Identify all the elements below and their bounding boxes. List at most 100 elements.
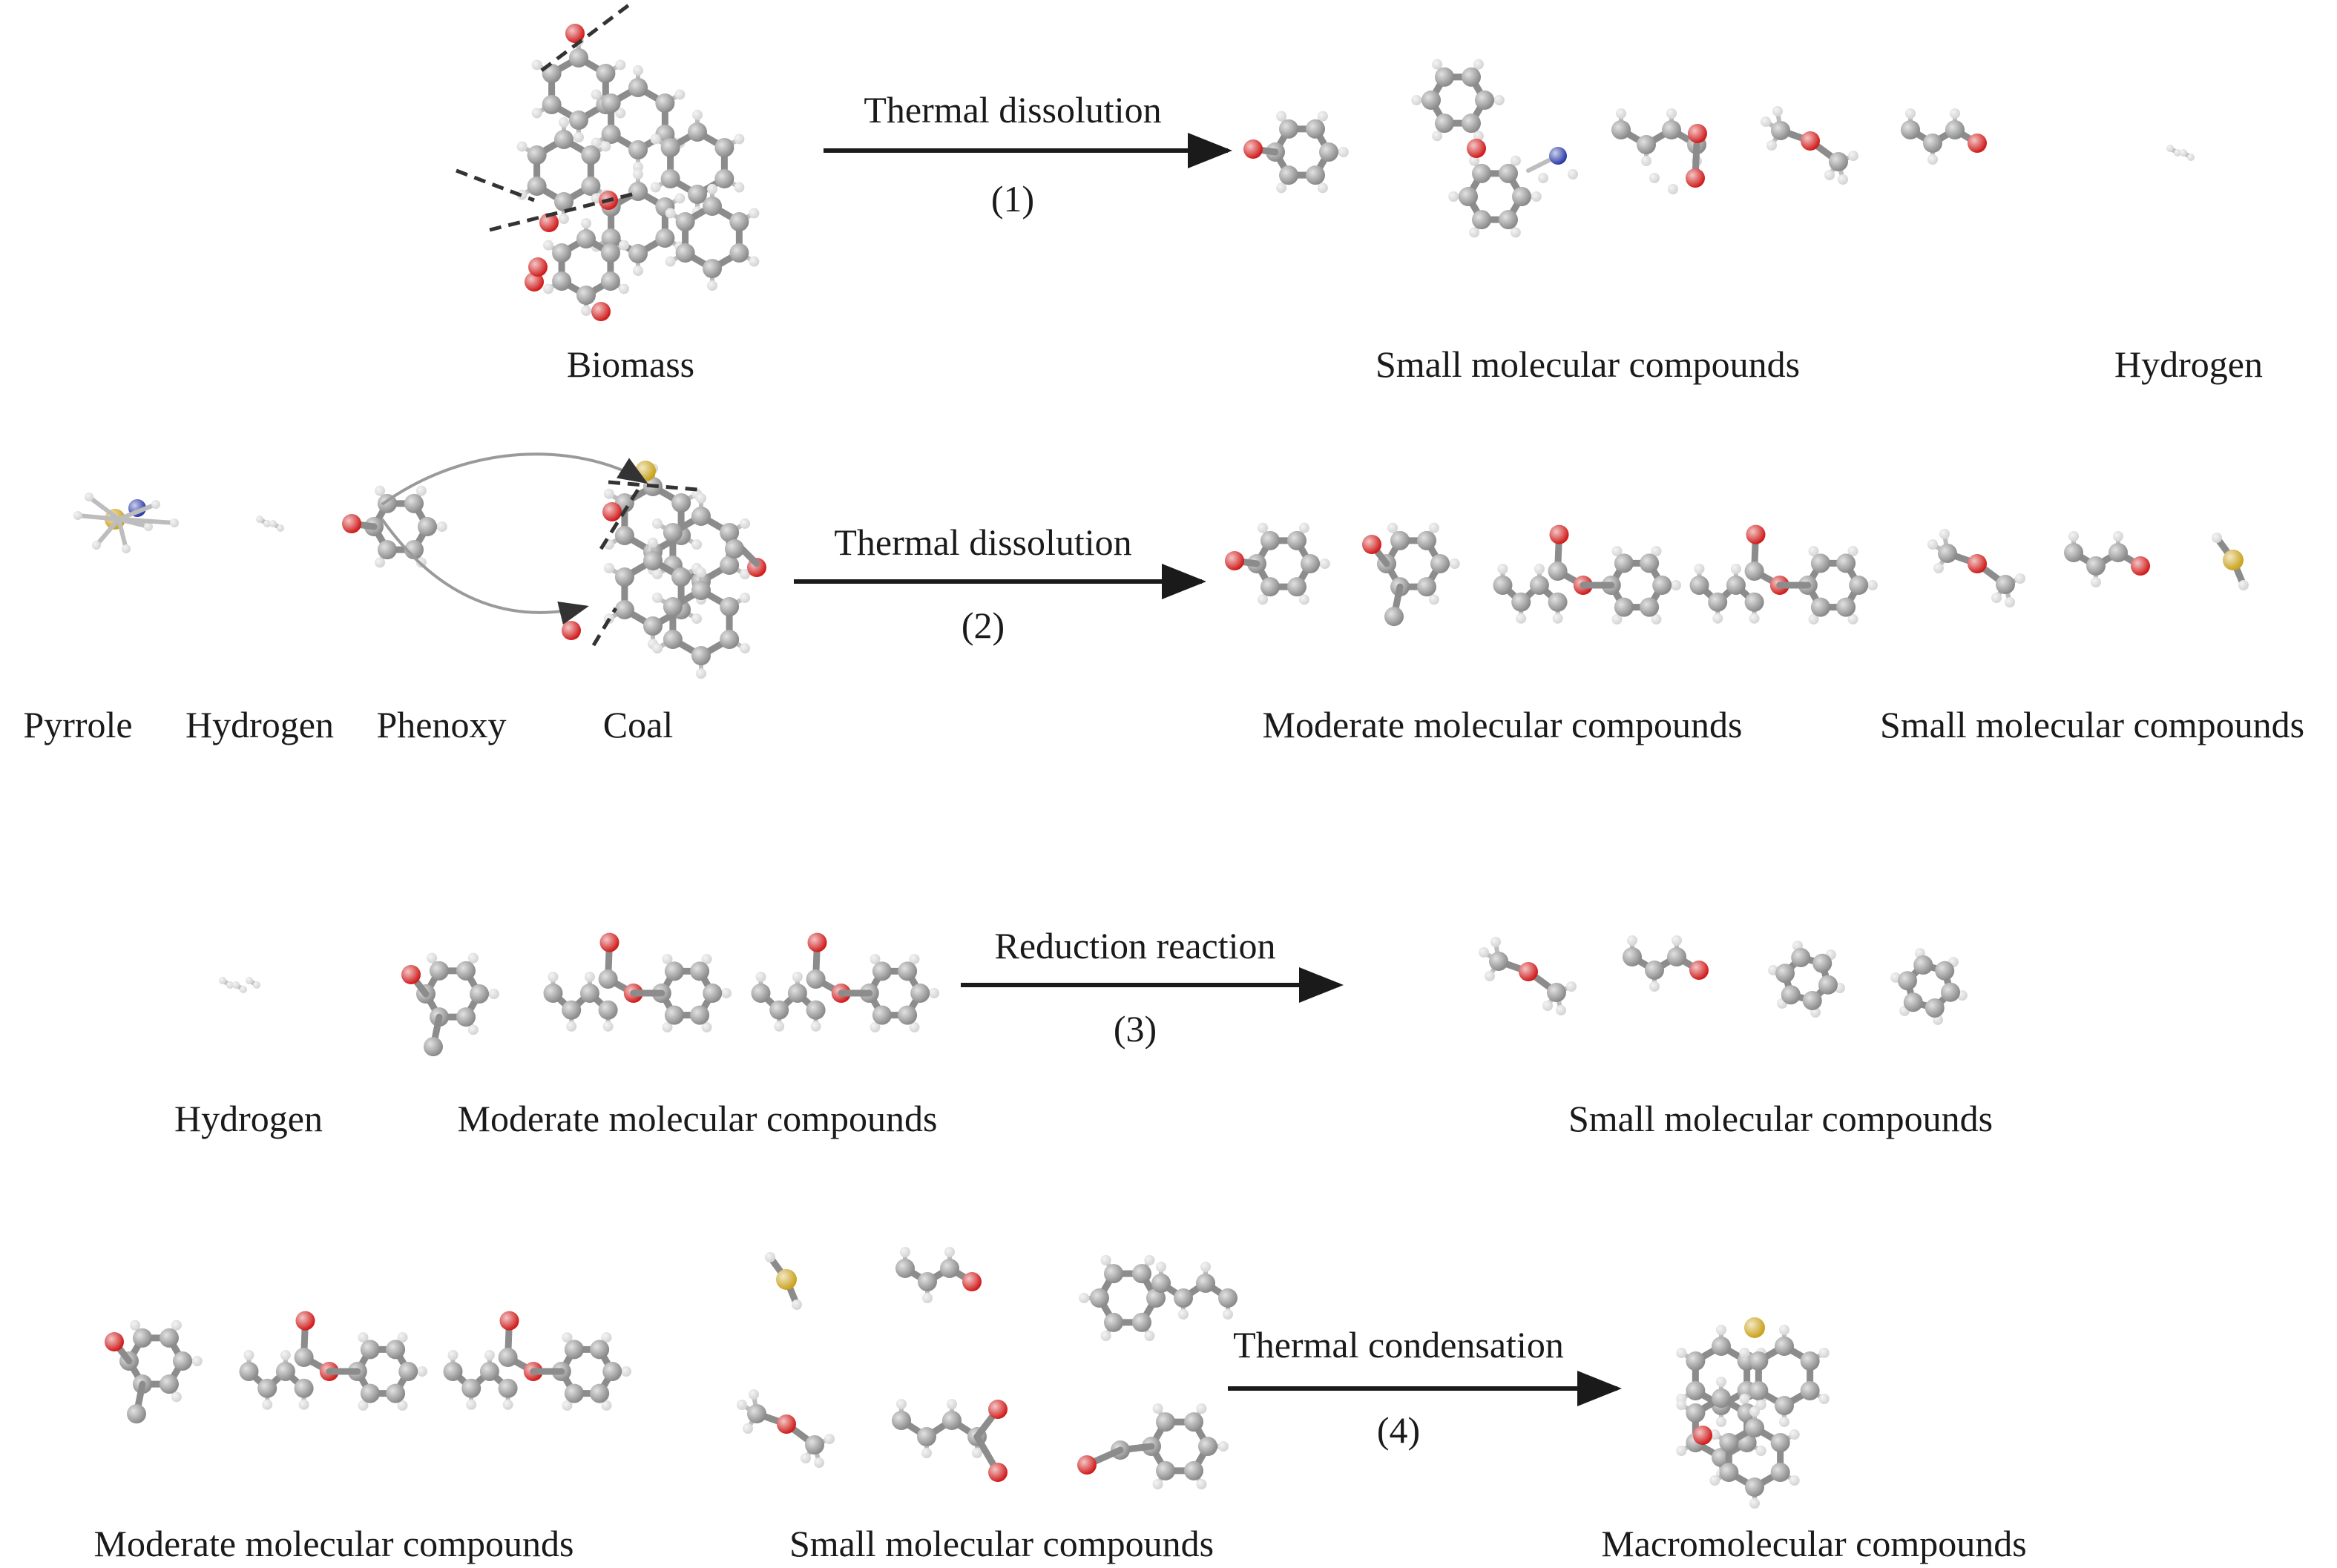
hydrogen-atom	[262, 1399, 273, 1410]
carbon-atom	[1493, 576, 1513, 595]
hydrogen-atom	[1716, 1417, 1726, 1427]
hydrogen-atom	[633, 266, 643, 277]
alcohol-molecule	[895, 1247, 982, 1303]
carbon-atom	[664, 961, 684, 981]
oxygen-atom	[1549, 524, 1569, 544]
ether-molecule	[1761, 106, 1858, 185]
hydrogen-atom	[1473, 59, 1484, 70]
hydrogen-atom	[737, 1400, 747, 1410]
hydrogen-atom	[921, 1448, 932, 1458]
hydrogen-atom	[1818, 1348, 1830, 1358]
hydrogen-atom	[1838, 174, 1848, 185]
hydrogen-atom	[665, 256, 676, 267]
hydrogen-atom	[1616, 108, 1626, 119]
carbon-atom	[1770, 1463, 1790, 1482]
hydrogen-atom	[85, 493, 93, 501]
hydrogen-atom	[1666, 108, 1677, 119]
hydrogen-atom	[740, 592, 751, 603]
carbon-atom	[275, 1362, 295, 1381]
carbon-atom	[160, 1328, 179, 1348]
oxygen-atom	[1519, 962, 1538, 981]
carbon-atom	[1903, 992, 1923, 1012]
carbon-atom	[614, 567, 634, 587]
sulfur-atom	[776, 1269, 797, 1290]
hydrogen-atom	[531, 59, 542, 70]
carbon-atom	[1712, 1389, 1731, 1408]
carbon-atom	[386, 1383, 406, 1403]
hydrogen-atom	[1672, 935, 1682, 946]
hydrogen-atom	[619, 283, 630, 294]
carbon-atom	[720, 523, 740, 542]
carbon-atom	[1184, 1460, 1203, 1480]
carbon-atom	[806, 969, 826, 989]
hydrogen-atom	[1100, 1254, 1111, 1265]
carbon-atom	[498, 1378, 518, 1398]
hydrogen-atom	[1566, 981, 1577, 992]
hydrogen-atom	[1552, 613, 1563, 624]
carbon-atom	[133, 1328, 152, 1348]
hydrogen-atom	[1156, 1262, 1166, 1272]
carbon-atom	[1614, 553, 1634, 573]
carbon-atom	[720, 597, 740, 616]
carbon-atom	[714, 138, 734, 157]
hydrogen-atom	[814, 1457, 824, 1468]
hydrogen-atom	[615, 108, 626, 119]
hydrogen-atom	[601, 1332, 612, 1343]
carbon-atom	[1802, 990, 1822, 1010]
hydrogen-atom	[633, 65, 643, 76]
carbon-atom	[643, 551, 663, 570]
hydrogen-atom	[1144, 1331, 1155, 1342]
coal-structure	[562, 461, 766, 679]
oxygen-atom	[2131, 556, 2150, 576]
hydrogen-atom	[1531, 191, 1542, 202]
carbon-atom	[720, 556, 740, 575]
hydrogen-atom	[1649, 981, 1660, 992]
bond	[116, 517, 177, 525]
hydrogen-atom	[1671, 580, 1682, 590]
carbon-atom	[404, 493, 424, 513]
nitrogen-atom	[1549, 147, 1567, 165]
carbon-atom	[614, 600, 634, 619]
label-hydrogen-3: Hydrogen	[174, 1098, 323, 1139]
carbon-atom	[498, 1348, 518, 1367]
carbon-atom	[1306, 165, 1325, 185]
label-phenoxy: Phenoxy	[377, 704, 507, 745]
hydrogen-atom	[1493, 95, 1505, 105]
oxygen-atom	[1077, 1455, 1097, 1475]
hydrogen-atom	[1818, 1394, 1830, 1404]
carbon-atom	[1104, 1312, 1123, 1332]
phenol-molecule	[1243, 111, 1349, 194]
label-hydrogen-1: Hydrogen	[2114, 343, 2263, 385]
hydrogen-atom	[467, 1024, 479, 1035]
hydrogen-atom	[1755, 1400, 1766, 1410]
oxygen-atom	[777, 1414, 796, 1434]
hydrogen-atom	[516, 141, 527, 152]
carbon-atom	[1548, 561, 1568, 581]
hydrogen-atom	[1611, 613, 1623, 625]
carbon-atom	[404, 540, 424, 560]
hydrogen-atom	[896, 1399, 907, 1409]
carbon-atom	[1744, 592, 1764, 612]
hydrogen-atom	[375, 557, 386, 568]
hydrogen-molecule	[219, 977, 260, 993]
hydrogen-atom	[467, 952, 479, 963]
phenol-molecule	[342, 485, 447, 568]
hydrogen-atom	[922, 1293, 933, 1303]
hydrogen-atom	[256, 515, 263, 523]
carbon-atom	[1800, 1351, 1820, 1371]
carbon-atom	[1218, 1288, 1237, 1308]
carbon-atom	[1196, 1274, 1215, 1293]
hydrogen-atom	[1709, 1475, 1720, 1486]
hydrogen-atom	[269, 520, 277, 527]
hydrogen-atom	[774, 1021, 785, 1032]
oxygen-atom	[539, 213, 559, 232]
carbon-atom	[1132, 1264, 1151, 1284]
hydrogen-atom	[1542, 1001, 1553, 1011]
hydrogen-atom	[740, 518, 751, 529]
hydrogen-atom	[1538, 173, 1548, 183]
hydrogen-atom	[358, 1400, 369, 1411]
hydrogen-atom	[397, 1332, 408, 1343]
carbon-atom	[1791, 948, 1811, 968]
hydrogen-atom	[1905, 108, 1916, 119]
